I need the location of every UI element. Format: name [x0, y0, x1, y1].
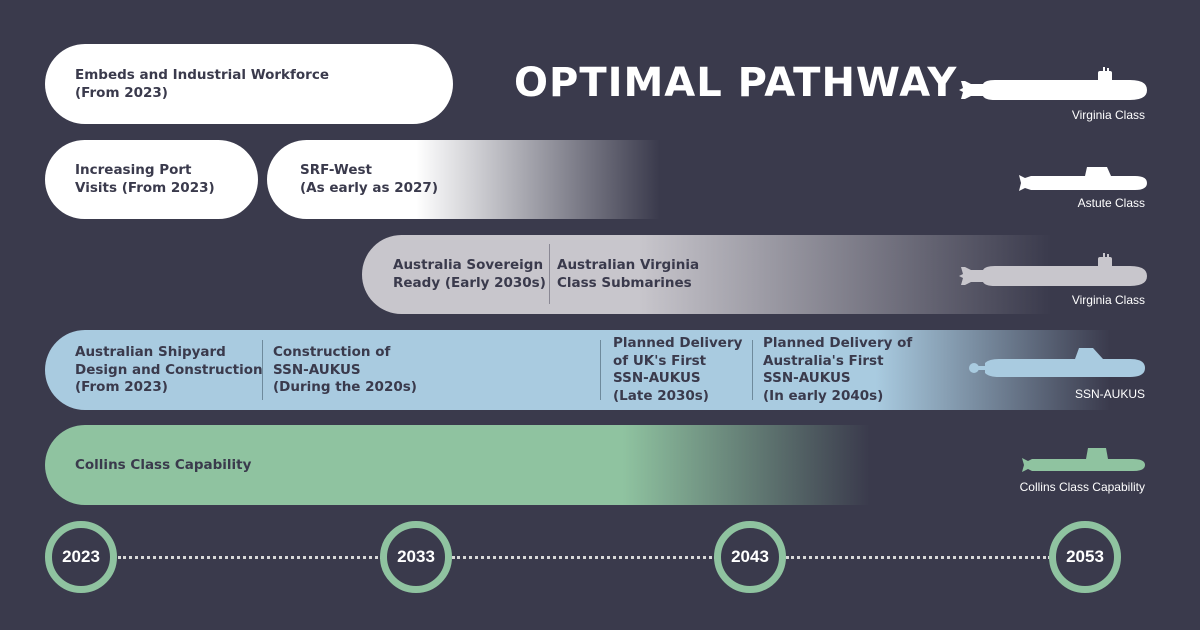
embeds-label: Embeds and Industrial Workforce (From 20… — [75, 67, 329, 101]
virginia-submarine-icon — [959, 67, 1147, 100]
virginia-class-label-2: Virginia Class — [1071, 293, 1145, 307]
ssn-aukus-label: SSN-AUKUS — [1074, 387, 1145, 401]
timeline-dots-3 — [786, 556, 1051, 559]
year-marker-2043: 2043 — [714, 521, 786, 593]
collins-class-label: Collins Class Capability — [1019, 480, 1145, 494]
uk-delivery-divider — [600, 340, 601, 400]
sovereign-ready-label: Australia Sovereign Ready (Early 2030s) — [393, 257, 546, 291]
timeline-dots-1 — [118, 556, 383, 559]
collins-bar — [45, 425, 870, 505]
port-visits-bar — [45, 140, 258, 219]
embeds-bar — [45, 44, 453, 124]
year-marker-2023: 2023 — [45, 521, 117, 593]
shipyard-divider — [262, 340, 263, 400]
astute-submarine-icon — [1019, 167, 1147, 191]
srf-west-label: SRF-West (As early as 2027) — [300, 162, 438, 196]
aus-delivery-label: Planned Delivery of Australia's First SS… — [763, 335, 913, 404]
astute-class-label: Astute Class — [1077, 196, 1145, 210]
construction-label: Construction of SSN-AUKUS (During the 20… — [273, 344, 417, 395]
year-marker-2033: 2033 — [380, 521, 452, 593]
collins-submarine-icon — [1022, 448, 1145, 472]
srf-west-bar — [267, 140, 660, 219]
aus-delivery-divider — [752, 340, 753, 400]
page-title: OPTIMAL PATHWAY — [514, 60, 958, 106]
shipyard-label: Australian Shipyard Design and Construct… — [75, 344, 263, 395]
virginia-class-label-1: Virginia Class — [1071, 108, 1145, 122]
sovereign-divider — [549, 244, 550, 304]
uk-delivery-label: Planned Delivery of UK's First SSN-AUKUS… — [613, 335, 743, 404]
sovereign-bar — [362, 235, 1052, 314]
ssn-aukus-submarine-icon — [969, 348, 1145, 377]
aus-virginia-label: Australian Virginia Class Submarines — [557, 257, 700, 291]
port-visits-label: Increasing Port Visits (From 2023) — [75, 162, 215, 196]
virginia-submarine-icon-2 — [959, 253, 1147, 286]
collins-label: Collins Class Capability — [75, 457, 252, 473]
year-marker-2053: 2053 — [1049, 521, 1121, 593]
timeline-dots-2 — [452, 556, 717, 559]
ssn-aukus-bar — [45, 330, 1110, 410]
